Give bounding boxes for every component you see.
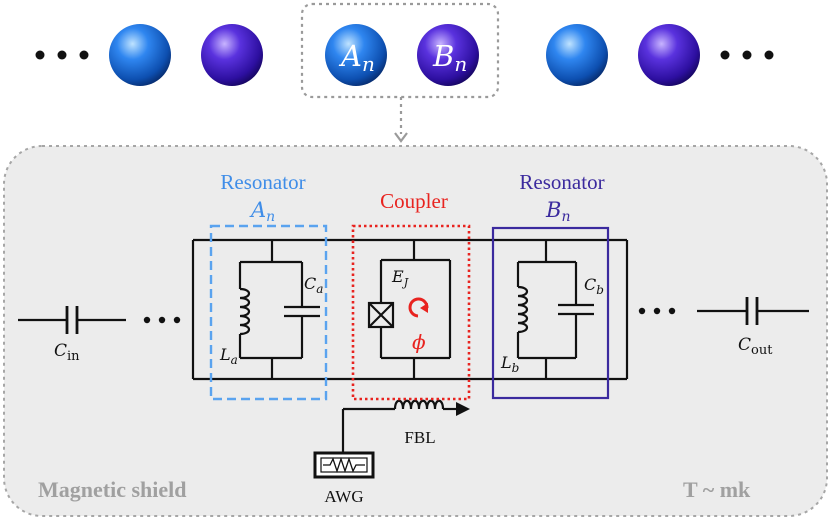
input-capacitor — [18, 306, 126, 334]
c-in-label: Cin — [54, 341, 80, 364]
resonator-a-circuit — [238, 240, 320, 379]
output-capacitor — [697, 297, 809, 325]
inductor-b-label: Lb — [500, 353, 519, 375]
capacitor-b-label: Cb — [584, 275, 604, 297]
site-an-sphere — [325, 24, 387, 86]
josephson-energy-label: EJ — [391, 267, 409, 289]
site-b-sphere — [201, 24, 263, 86]
site-bn-sphere — [417, 24, 479, 86]
resonator-a-name: An — [249, 198, 275, 225]
site-a-sphere — [546, 24, 608, 86]
circuit — [18, 238, 809, 453]
awg-label: AWG — [324, 487, 363, 506]
capacitor-a-label: Ca — [304, 274, 323, 296]
circuit-left-ellipsis — [143, 316, 181, 324]
site-a-sphere — [109, 24, 171, 86]
coupler-title: Coupler — [380, 189, 448, 213]
flux-bias-line — [341, 399, 456, 453]
flux-label: ϕ — [412, 330, 426, 354]
site-b-sphere — [638, 24, 700, 86]
magnetic-shield-panel — [3, 145, 828, 517]
fbl-arrowhead — [456, 402, 470, 416]
josephson-junction — [367, 301, 395, 329]
left-ellipsis — [35, 50, 89, 60]
resonator-a-box — [209, 224, 328, 401]
right-ellipsis — [720, 50, 774, 60]
resonator-b-title: Resonator — [519, 170, 604, 194]
fbl-label: FBL — [404, 428, 435, 447]
coupler-box — [351, 224, 471, 401]
inductor-a-label: La — [219, 345, 238, 367]
flux-loop-icon — [408, 297, 429, 318]
site-an-label: An — [338, 39, 375, 76]
site-bn-label: Bn — [432, 39, 467, 76]
circuit-right-ellipsis — [638, 307, 676, 315]
resonator-b-name: Bn — [545, 198, 570, 225]
temperature-label: T ~ mk — [683, 477, 751, 502]
zoom-arrow — [394, 97, 408, 143]
magnetic-shield-label: Magnetic shield — [38, 477, 187, 502]
c-out-label: Cout — [738, 335, 773, 358]
resonator-b-box — [491, 226, 610, 400]
resonator-a-title: Resonator — [220, 170, 305, 194]
lattice-chain: An Bn — [35, 2, 774, 99]
awg-icon — [313, 451, 375, 479]
resonator-b-circuit — [516, 240, 594, 379]
coupler-circuit — [367, 240, 452, 379]
